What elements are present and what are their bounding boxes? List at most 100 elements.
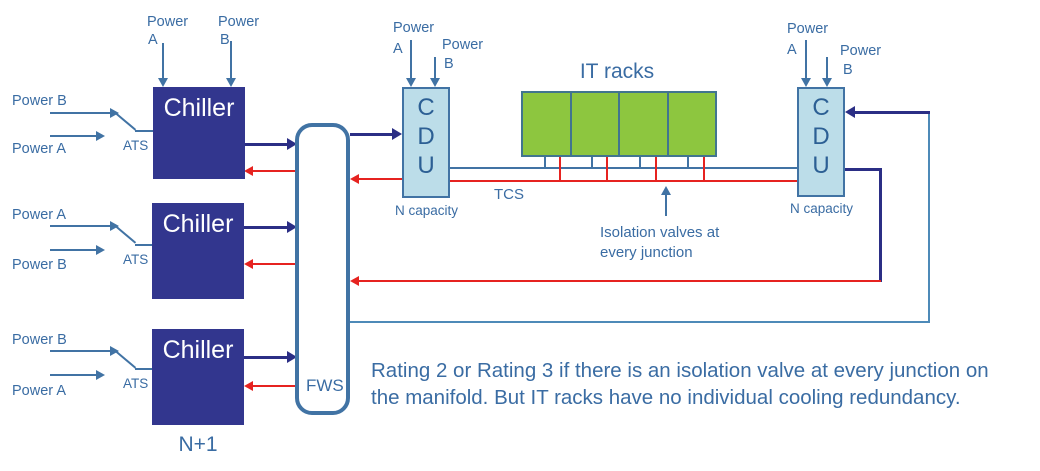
chiller1-input-bottom-label: Power A — [12, 141, 66, 157]
cdu2-letter: C — [812, 94, 830, 121]
power-a-feed-line — [162, 43, 164, 79]
arrow-left-icon — [350, 174, 359, 184]
arrow-left-icon — [244, 166, 253, 176]
arrow-right-icon — [96, 245, 105, 255]
isolation-note-arrow-line — [665, 194, 667, 216]
arrow-right-icon — [110, 221, 119, 231]
power-a-feed-line — [410, 40, 412, 79]
arrow-down-icon — [226, 78, 236, 87]
ats-switch-line — [115, 226, 137, 244]
chiller1-power-a-word: Power — [147, 14, 189, 30]
cdu2-to-fws-return-line — [359, 280, 881, 282]
arrow-left-icon — [845, 106, 855, 118]
arrow-right-icon — [287, 351, 297, 363]
arrow-right-icon — [392, 128, 402, 140]
rack-return-stub — [606, 157, 608, 182]
cdu1-letter: C — [417, 94, 435, 121]
chiller3-input-top-label: Power B — [12, 332, 67, 348]
arrow-right-icon — [96, 370, 105, 380]
cdu1-power-a-word: Power — [393, 20, 435, 36]
cdu2-return-vertical-line — [879, 168, 882, 282]
it-rack — [523, 93, 570, 155]
ats-output-line — [135, 368, 152, 370]
cdu2-letter: U — [812, 152, 830, 179]
chiller-box-2: Chiller — [152, 203, 244, 299]
arrow-right-icon — [110, 108, 119, 118]
it-racks-group — [521, 91, 717, 157]
rack-return-stub — [559, 157, 561, 182]
cdu2-capacity-label: N capacity — [789, 201, 854, 216]
power-b-feed-line — [230, 41, 232, 79]
arrow-left-icon — [244, 381, 253, 391]
power-b-feed-line — [826, 57, 828, 79]
ats-switch-line — [115, 113, 137, 131]
arrow-right-icon — [287, 138, 297, 150]
caption-text: Rating 2 or Rating 3 if there is an isol… — [371, 357, 1040, 411]
power-input-line — [50, 249, 96, 251]
caption-line2: the manifold. But IT racks have no indiv… — [371, 386, 961, 409]
tcs-label: TCS — [494, 186, 524, 203]
arrow-right-icon — [287, 221, 297, 233]
power-a-feed-line — [805, 40, 807, 79]
cdu1-letter: D — [417, 123, 435, 150]
ats-label-3: ATS — [123, 376, 149, 391]
cdu2-return-elbow-line — [845, 168, 881, 171]
cdu1-to-fws-return-line — [359, 178, 402, 180]
arrow-right-icon — [96, 131, 105, 141]
chiller1-input-top-label: Power B — [12, 93, 67, 109]
isolation-note: Isolation valves at every junction — [600, 223, 719, 263]
ats-label-1: ATS — [123, 138, 149, 153]
chiller3-input-bottom-label: Power A — [12, 383, 66, 399]
fws-to-cdu1-supply-line — [350, 133, 393, 136]
arrow-down-icon — [158, 78, 168, 87]
it-rack — [569, 93, 619, 155]
cdu-box-1: C D U — [402, 87, 450, 198]
it-rack — [618, 93, 667, 155]
arrow-right-icon — [110, 346, 119, 356]
power-b-feed-line — [434, 57, 436, 79]
chiller1-supply-line — [245, 143, 288, 146]
arrow-down-icon — [801, 78, 811, 87]
fws-label: FWS — [306, 376, 344, 395]
ats-switch-line — [115, 351, 137, 369]
arrow-down-icon — [822, 78, 832, 87]
fws-to-cdu2-supply-line — [350, 321, 930, 323]
chiller1-power-b-letter: B — [220, 32, 230, 48]
arrow-left-icon — [350, 276, 359, 286]
rack-supply-stub — [639, 157, 641, 168]
power-input-line — [50, 350, 110, 352]
power-input-line — [50, 135, 96, 137]
chiller1-power-b-word: Power — [218, 14, 260, 30]
power-input-line — [50, 112, 110, 114]
ats-output-line — [135, 130, 153, 132]
arrow-down-icon — [430, 78, 440, 87]
rack-supply-stub — [544, 157, 546, 168]
tcs-return-line — [450, 180, 797, 182]
chiller-box-3: Chiller — [152, 329, 244, 425]
cdu2-power-a-letter: A — [787, 42, 797, 58]
chiller2-input-top-label: Power A — [12, 207, 66, 223]
chiller-box-1: Chiller — [153, 87, 245, 179]
cdu2-power-b-word: Power — [840, 43, 882, 59]
it-rack — [666, 93, 716, 155]
cdu2-power-b-letter: B — [843, 62, 853, 78]
chiller2-input-bottom-label: Power B — [12, 257, 67, 273]
rack-supply-stub — [687, 157, 689, 168]
chiller2-return-line — [253, 263, 296, 265]
cdu2-letter: D — [812, 123, 830, 150]
isolation-note-line1: Isolation valves at — [600, 224, 720, 241]
cdu-box-2: C D U — [797, 87, 845, 197]
chiller3-return-line — [253, 385, 296, 387]
isolation-note-line2: every junction — [600, 244, 693, 261]
arrow-down-icon — [406, 78, 416, 87]
arrow-up-icon — [661, 186, 671, 195]
fws-to-cdu2-supply-vertical-line — [928, 112, 930, 323]
it-racks-title: IT racks — [579, 60, 655, 83]
cdu1-power-a-letter: A — [393, 41, 403, 57]
caption-line1: Rating 2 or Rating 3 if there is an isol… — [371, 359, 989, 382]
cdu1-power-b-letter: B — [444, 56, 454, 72]
power-input-line — [50, 225, 110, 227]
cdu1-letter: U — [417, 152, 435, 179]
n-plus-1-label: N+1 — [178, 433, 218, 456]
